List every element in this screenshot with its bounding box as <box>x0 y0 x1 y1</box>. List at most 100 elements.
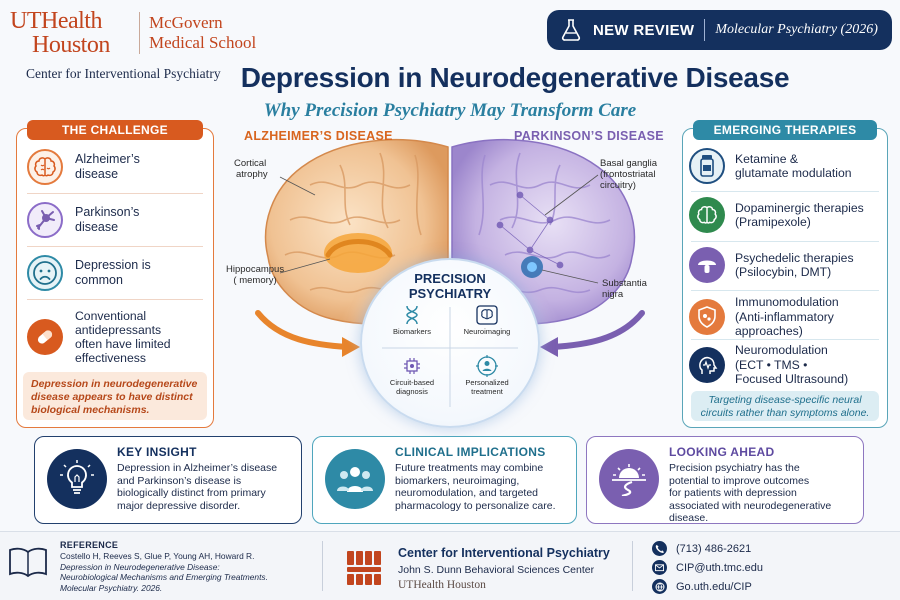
therapy-item-neuromodulation: Neuromodulation (ECT • TMS • Focused Ult… <box>689 343 881 387</box>
challenge-item-depression: Depression is common <box>27 255 151 291</box>
logo-divider <box>139 12 140 54</box>
key-insight-box: KEY INSIGHT Depression in Alzheimer’s di… <box>34 436 302 524</box>
citation-authors: Costello H, Reeves S, Glue P, Young AH, … <box>60 551 255 561</box>
therapy-label: Ketamine & <box>735 151 799 166</box>
quad-label: Circuit-based <box>389 378 435 387</box>
vial-icon <box>689 148 725 184</box>
therapy-label: Psychedelic therapies <box>735 250 854 265</box>
logo-houston-text: Houston <box>32 32 110 58</box>
chip-icon <box>404 358 420 374</box>
page-title-text: Depression in Neurodegenerative Disease <box>240 62 790 93</box>
body-line: disease. <box>669 512 709 524</box>
footer <box>0 531 900 600</box>
logo-mcgovern-text: McGovern <box>149 13 223 32</box>
challenge-label: effectiveness <box>75 351 146 365</box>
therapy-label: (Pramipexole) <box>735 215 811 229</box>
therapy-label: (Anti-inflammatory <box>735 309 834 324</box>
body-line: associated with neurodegenerative <box>669 499 832 512</box>
body-line: biomarkers, neuroimaging, <box>395 474 520 487</box>
body-line: Precision psychiatry has the <box>669 462 800 474</box>
note-line: disease appears to have distinct <box>31 391 193 403</box>
head-wave-icon <box>689 346 725 383</box>
hippocampus <box>324 233 392 273</box>
therapy-label: glutamate modulation <box>735 166 852 180</box>
challenge-panel: THE CHALLENGE Alzheimer’s disease Parkin… <box>16 120 214 428</box>
callout-hippocampus: Hippocampus ( memory) <box>226 264 284 286</box>
quad-label: Biomarkers <box>393 327 431 336</box>
challenge-label: Alzheimer’s <box>75 152 140 166</box>
challenge-item-parkinsons: Parkinson’s disease <box>27 202 139 238</box>
divider <box>691 290 879 291</box>
phone-number: (713) 486-2621 <box>676 542 752 555</box>
uthealth-logo: UTHealth Houston <box>10 9 110 57</box>
contact-web[interactable]: Go.uth.edu/CIP <box>652 579 752 594</box>
quad-neuroimaging: Neuroimaging <box>450 305 524 336</box>
clinical-implications-box: CLINICAL IMPLICATIONS Future treatments … <box>312 436 577 524</box>
cip-subname: John S. Dunn Behavioral Sciences Center <box>398 564 595 576</box>
citation-title: Neurobiological Mechanisms and Emerging … <box>60 572 268 582</box>
therapies-note: Targeting disease-specific neural circui… <box>691 391 879 421</box>
mcgovern-logo: McGovern Medical School <box>149 13 256 53</box>
body-line: major depressive disorder. <box>117 499 241 512</box>
mushroom-icon <box>689 247 725 283</box>
callout-basal-ganglia: Basal ganglia (frontostriatal circuitry) <box>600 158 657 191</box>
callout-text: Basal ganglia <box>600 158 658 169</box>
callout-text: atrophy <box>236 169 268 180</box>
footer-divider <box>322 541 323 591</box>
website-url: Go.uth.edu/CIP <box>676 580 752 593</box>
flask-icon <box>561 19 581 41</box>
precision-title-line: PRECISION <box>414 271 486 286</box>
dna-icon <box>406 305 418 325</box>
contact-phone[interactable]: (713) 486-2621 <box>652 541 751 556</box>
challenge-label: Parkinson’s <box>75 205 140 219</box>
quad-label: diagnosis <box>396 387 428 396</box>
page-subtitle: Why Precision Psychiatry May Transform C… <box>263 100 637 121</box>
quadrant-dividers <box>382 307 518 407</box>
therapy-item-dopaminergic: Dopaminergic therapies (Pramipexole) <box>689 197 881 233</box>
brain-scan-icon <box>476 305 498 325</box>
challenge-label: common <box>75 273 123 287</box>
brain-icon <box>27 149 63 185</box>
challenge-label: Depression is <box>75 258 151 272</box>
open-book-icon <box>9 547 47 578</box>
reference-citation: Costello H, Reeves S, Glue P, Young AH, … <box>60 551 300 593</box>
divider <box>27 246 203 247</box>
brain-icon <box>689 197 725 233</box>
looking-ahead-box: LOOKING AHEAD Precision psychiatry has t… <box>586 436 864 524</box>
challenge-label: antidepressants <box>75 323 162 337</box>
divider <box>691 191 879 192</box>
therapy-label: approaches) <box>735 324 803 338</box>
callout-text: Substantia <box>602 278 647 289</box>
therapy-label: (Psilocybin, DMT) <box>735 265 832 279</box>
lightbulb-icon <box>47 449 107 509</box>
email-address: CIP@uth.tmc.edu <box>676 561 763 574</box>
note-line: Depression in neurodegenerative <box>31 378 198 390</box>
quad-label: treatment <box>471 387 503 396</box>
cip-logo-mark <box>347 551 381 585</box>
clinical-implications-title: CLINICAL IMPLICATIONS <box>395 445 546 459</box>
center-name: Center for Interventional Psychiatry <box>26 66 221 81</box>
challenge-heading: THE CHALLENGE <box>27 120 203 140</box>
quad-biomarkers: Biomarkers <box>375 305 449 336</box>
therapy-item-immunomodulation: Immunomodulation (Anti-inflammatory appr… <box>689 295 881 339</box>
therapy-item-psychedelic: Psychedelic therapies (Psilocybin, DMT) <box>689 247 881 283</box>
page-title: Depression in Neurodegenerative Disease <box>0 62 900 94</box>
contact-email[interactable]: CIP@uth.tmc.edu <box>652 560 763 575</box>
precision-title-line: PSYCHIATRY <box>408 286 492 301</box>
divider <box>691 241 879 242</box>
key-insight-body: Depression in Alzheimer’s disease and Pa… <box>117 462 291 512</box>
globe-icon <box>652 579 667 594</box>
callout-cortical-atrophy: Cortical atrophy <box>234 158 268 180</box>
journal-name: Molecular Psychiatry (2026) <box>715 22 878 37</box>
therapies-panel: EMERGING THERAPIES Ketamine & glutamate … <box>682 120 888 428</box>
pill-icon <box>27 319 63 355</box>
body-line: potential to improve outcomes <box>669 474 810 487</box>
key-insight-title: KEY INSIGHT <box>117 445 197 459</box>
uthealth-houston-footer-logo: UTHealth Houston <box>398 579 486 591</box>
phone-icon <box>652 541 667 556</box>
callout-text: Hippocampus <box>226 264 285 275</box>
note-line: Targeting disease-specific neural <box>708 394 862 406</box>
sunrise-road-icon <box>599 449 659 509</box>
callout-text: nigra <box>602 289 624 300</box>
divider <box>691 339 879 340</box>
